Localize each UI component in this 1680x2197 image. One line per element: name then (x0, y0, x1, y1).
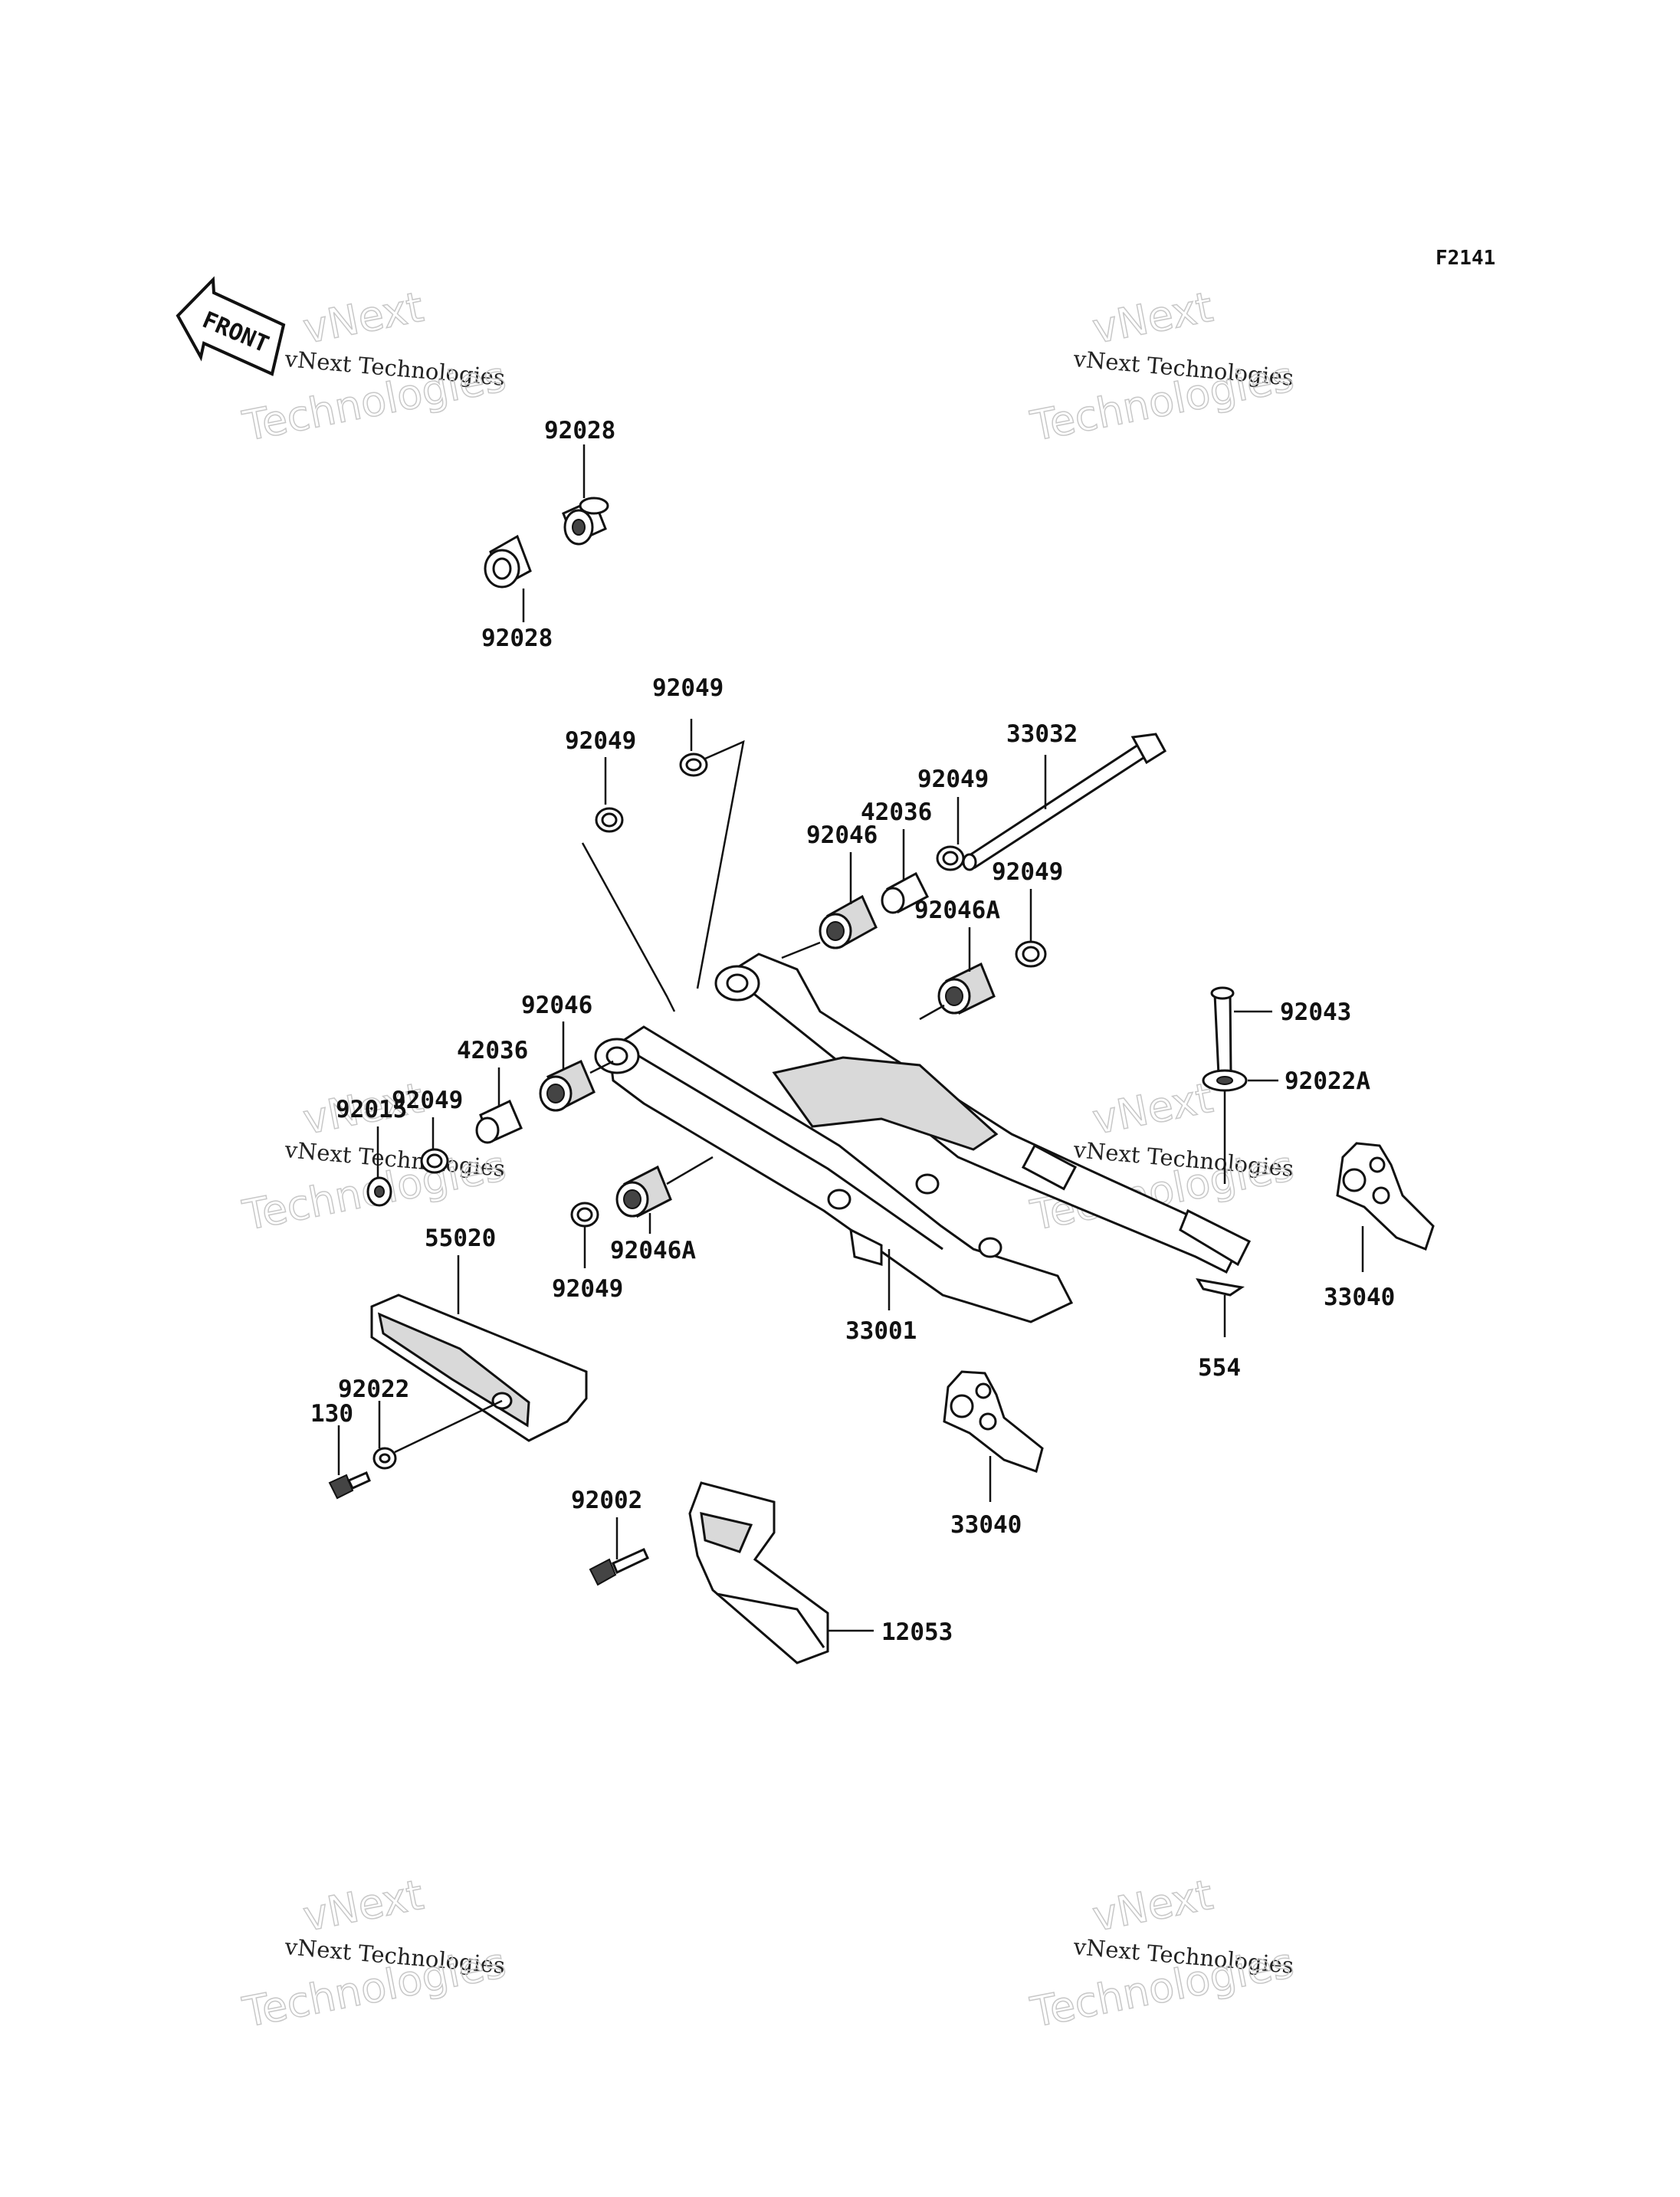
washer-92022 (372, 1447, 397, 1470)
bolt-92043 (1210, 986, 1235, 1083)
label-92046-right: 92046 (806, 821, 878, 849)
label-33032: 33032 (1006, 720, 1078, 748)
label-92043: 92043 (1280, 998, 1351, 1026)
label-92046A-right: 92046A (914, 897, 1000, 924)
sleeve-42036-left (475, 1099, 523, 1144)
label-130: 130 (310, 1400, 353, 1428)
label-92028-bottom: 92028 (481, 625, 553, 652)
seal-92049-e (420, 1148, 449, 1174)
adjuster-plate-33040-right (1336, 1142, 1435, 1251)
front-arrow-icon: FRONT (176, 276, 286, 376)
bearing-92046A-left (615, 1165, 672, 1218)
bolt-92002 (589, 1548, 649, 1586)
label-92015: 92015 (336, 1096, 407, 1123)
bearing-92046-right (819, 894, 878, 949)
label-55020: 55020 (425, 1225, 496, 1252)
washer-92022A (1202, 1069, 1248, 1092)
watermark-top-right: vNext vNext Technologies Technologies (1026, 282, 1298, 451)
clip-554 (1196, 1277, 1245, 1297)
figure-code: F2141 (1436, 247, 1495, 270)
seal-92049-d (1015, 940, 1047, 968)
bushing-92028-lower (484, 534, 532, 589)
label-92046-left: 92046 (521, 992, 592, 1019)
label-92022A: 92022A (1285, 1067, 1370, 1095)
seal-92049-b (595, 807, 624, 833)
watermark-brand: vNext (1088, 1871, 1216, 1941)
label-12053: 12053 (881, 1618, 953, 1646)
label-33001: 33001 (845, 1317, 917, 1345)
watermark-brand: vNext (1088, 1074, 1216, 1144)
label-92049-b: 92049 (565, 727, 636, 755)
bolt-130 (328, 1471, 371, 1500)
bearing-92046-left (539, 1059, 596, 1112)
watermark-brand: vNext (299, 1871, 427, 1941)
label-92022: 92022 (338, 1376, 409, 1403)
sleeve-42036-right (881, 871, 929, 914)
label-92049-c: 92049 (917, 766, 989, 793)
label-92049-a: 92049 (652, 674, 724, 702)
pivot-shaft-33032 (962, 733, 1166, 871)
label-92046A-left: 92046A (610, 1237, 696, 1264)
watermark-bottom-right: vNext vNext Technologies Technologies (1026, 1870, 1298, 2038)
label-33040-right: 33040 (1324, 1284, 1395, 1311)
watermark-top-left: vNext vNext Technologies Technologies (238, 282, 510, 451)
bearing-92046A-right (937, 962, 996, 1015)
label-92049-e: 92049 (392, 1087, 463, 1114)
watermark-bottom-left: vNext vNext Technologies Technologies (238, 1870, 510, 2038)
watermark-brand: vNext (299, 283, 427, 353)
swingarm-33001 (594, 953, 1252, 1323)
chain-guard-12053 (688, 1481, 829, 1664)
label-42036-left: 42036 (457, 1037, 528, 1064)
cap-92015 (366, 1176, 392, 1207)
label-92002: 92002 (571, 1487, 642, 1514)
label-92028-top: 92028 (544, 417, 615, 444)
label-554: 554 (1198, 1354, 1241, 1382)
label-92049-d: 92049 (992, 858, 1063, 886)
chain-slider-55020 (370, 1294, 588, 1442)
seal-92049-c (936, 845, 965, 871)
seal-92049-a (679, 753, 708, 777)
label-42036-right: 42036 (861, 798, 932, 826)
seal-92049-f (570, 1202, 599, 1228)
bushing-92028-upper (562, 497, 609, 546)
adjuster-plate-33040-center (943, 1370, 1044, 1473)
watermark-brand: vNext (1088, 283, 1216, 353)
label-92049-f: 92049 (552, 1275, 623, 1303)
label-33040-center: 33040 (950, 1511, 1022, 1539)
